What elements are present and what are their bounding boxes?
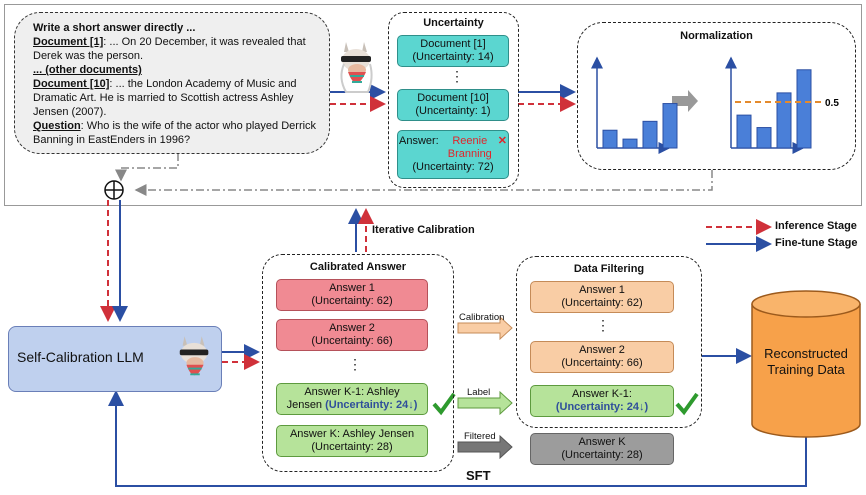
legend-finetune: Fine-tune Stage — [775, 237, 858, 249]
training-data-line2: Training Data — [767, 362, 845, 377]
answer-name: Answer 1 — [329, 282, 375, 294]
self-calibration-llm: Self-Calibration LLM — [8, 326, 222, 392]
filtered-arrow-label: Filtered — [464, 431, 496, 442]
data-filtering-panel — [516, 256, 702, 428]
doc1-name: Document [1] — [420, 38, 486, 50]
filtering-title: Data Filtering — [573, 263, 645, 275]
answer-name: Answer 2 — [579, 344, 625, 356]
filtered-answer-1: Answer 1 (Uncertainty: 62) — [530, 281, 674, 313]
answer-uncertainty: (Uncertainty: 66) — [311, 335, 393, 347]
answer-value: Reenie Branning — [447, 135, 492, 160]
doc10-text: : ... the London Academy of Music and Dr… — [33, 78, 297, 118]
bar-normalized-3 — [776, 92, 792, 149]
answer-label: Answer: — [398, 135, 439, 147]
answer-uncertainty: (Uncertainty: 28) — [561, 449, 643, 461]
calibrated-answer-k: Answer K: Ashley Jensen (Uncertainty: 28… — [276, 425, 428, 457]
top-frame — [4, 4, 862, 206]
doc1-text: : ... On 20 December, it was revealed th… — [33, 36, 306, 62]
bar-normalized-2 — [756, 127, 772, 149]
threshold-label: 0.5 — [825, 98, 839, 109]
filtered-answer-2: Answer 2 (Uncertainty: 66) — [530, 341, 674, 373]
iterative-calibration-label: Iterative Calibration — [372, 224, 475, 236]
doc1-label: Document [1] — [33, 36, 104, 48]
calibrated-dots: ⋮ — [348, 356, 362, 372]
llama-icon — [340, 42, 373, 93]
answer-uncertainty: (Uncertainty: 66) — [561, 357, 643, 369]
bar-raw-2 — [622, 138, 638, 149]
legend-inference: Inference Stage — [775, 220, 857, 232]
filtering-dots: ⋮ — [596, 317, 610, 333]
sft-label: SFT — [466, 468, 491, 483]
calibration-arrow-label: Calibration — [459, 312, 505, 323]
llm-label: Self-Calibration LLM — [17, 349, 144, 365]
doc1-uncertainty: (Uncertainty: 14) — [412, 51, 494, 63]
bar-normalized-1 — [736, 114, 752, 149]
doc10-uncertainty: (Uncertainty: 1) — [415, 105, 491, 117]
calibrated-answer-2: Answer 2 (Uncertainty: 66) — [276, 319, 428, 351]
doc10-name: Document [10] — [417, 92, 489, 104]
answer-uncertainty: (Uncertainty: 28) — [311, 441, 393, 453]
raw-uncertainty-chart — [591, 56, 678, 154]
answer-uncertainty: (Uncertainty: 62) — [311, 295, 393, 307]
calibrated-answer-1: Answer 1 (Uncertainty: 62) — [276, 279, 428, 311]
answer-uncertainty: (Uncertainty: 24↓) — [555, 401, 649, 413]
calibrated-answer-panel — [262, 254, 454, 472]
uncertainty-doc1: Document [1] (Uncertainty: 14) — [397, 35, 509, 67]
answer-name: Answer K: Ashley Jensen — [289, 428, 415, 440]
bar-normalized-4 — [796, 69, 812, 149]
cross-icon: ✕ — [497, 135, 508, 147]
normalization-charts: 0.5 — [591, 56, 839, 154]
doc10-label: Document [10] — [33, 78, 110, 90]
check-icon — [432, 392, 456, 416]
filtered-answer-k: Answer K (Uncertainty: 28) — [530, 433, 674, 465]
other-docs: ... (other documents) — [33, 64, 142, 76]
prompt-bubble: Write a short answer directly ... Docume… — [14, 12, 330, 154]
answer-uncertainty: (Uncertainty: 72) — [412, 161, 494, 173]
bar-raw-1 — [602, 129, 618, 149]
bar-raw-3 — [642, 120, 658, 149]
filtered-answer-k-1: Answer K-1: (Uncertainty: 24↓) — [530, 385, 674, 417]
training-data-label: Reconstructed Training Data — [752, 346, 860, 378]
uncertainty-panel — [388, 12, 519, 188]
normalization-panel — [577, 22, 856, 170]
label-arrow-label: Label — [467, 387, 491, 398]
answer-name: Answer 2 — [329, 322, 375, 334]
answer-uncertainty: (Uncertainty: 62) — [561, 297, 643, 309]
answer-name: Answer 1 — [579, 284, 625, 296]
answer-name: Answer K-1: — [572, 388, 632, 400]
normalized-uncertainty-chart: 0.5 — [725, 56, 839, 154]
bar-raw-4 — [662, 103, 678, 149]
question-text: : Who is the wife of the actor who playe… — [33, 120, 317, 146]
calibrated-answer-k-1: Answer K-1: Ashley Jensen (Uncertainty: … — [276, 383, 428, 415]
uncertainty-doc10: Document [10] (Uncertainty: 1) — [397, 89, 509, 121]
llama-icon — [179, 336, 209, 376]
uncertainty-title: Uncertainty — [423, 17, 484, 29]
uncertainty-answer: Answer: Reenie Branning ✕ (Uncertainty: 7… — [397, 130, 509, 179]
answer-name: Answer K — [578, 436, 626, 448]
prompt-instruction: Write a short answer directly ... — [33, 22, 196, 34]
answer-name-cont: Jensen — [286, 399, 326, 411]
normalization-title: Normalization — [680, 30, 753, 42]
answer-uncertainty: (Uncertainty: 24↓) — [325, 399, 418, 411]
training-data-line1: Reconstructed — [764, 346, 848, 361]
uncertainty-dots: ⋮ — [450, 68, 464, 84]
calibrated-title: Calibrated Answer — [309, 261, 407, 273]
answer-name: Answer K-1: Ashley — [304, 386, 400, 398]
question-label: Question — [33, 120, 81, 132]
